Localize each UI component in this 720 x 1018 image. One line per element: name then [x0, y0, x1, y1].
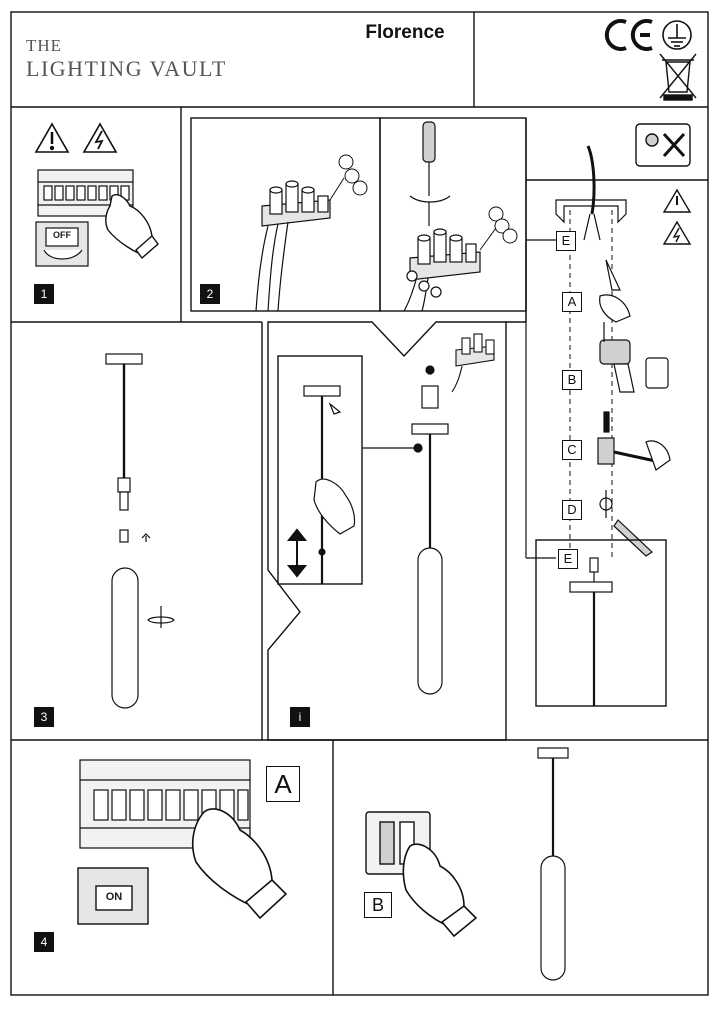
step-badge-2: 2	[200, 284, 220, 304]
panel2b-frame	[379, 117, 527, 312]
wire-symbols-left	[329, 154, 368, 201]
wire-stripper-icon	[599, 259, 631, 323]
tool-tag-e: E	[556, 231, 576, 251]
off-switch-label: OFF	[53, 230, 71, 240]
mounting-bracket	[555, 145, 627, 241]
brand-logo-line1: THE	[26, 36, 63, 55]
height-arrow-icon	[286, 528, 308, 578]
info-panel-frame	[267, 321, 507, 741]
tool-tag-d: D	[562, 500, 582, 520]
detail-e-canopy	[569, 557, 613, 706]
warning-triangle-small-icon	[662, 188, 692, 213]
terminal-block-left	[255, 180, 331, 312]
on-switch-box	[77, 867, 149, 925]
tool-tag-e-detail: E	[558, 549, 578, 569]
earth-ground-icon	[662, 20, 692, 50]
breaker-tag-a: A	[266, 766, 300, 802]
switch-tag-b: B	[364, 892, 392, 918]
step-badge-info: i	[290, 707, 310, 727]
hammer-icon	[597, 411, 671, 471]
pendant-assembly-i	[362, 365, 449, 695]
hand-wall-icon	[402, 843, 478, 938]
electric-hazard-icon	[82, 122, 118, 153]
connector-lines	[525, 239, 556, 559]
tool-tag-b: B	[562, 370, 582, 390]
no-children-icon	[635, 123, 691, 167]
pendant-assembly-3	[105, 353, 175, 709]
ce-mark-icon	[604, 19, 653, 51]
tool-tag-c: C	[562, 440, 582, 460]
off-switch-box	[35, 221, 89, 267]
tool-tag-a: A	[562, 292, 582, 312]
wire-symbols-right	[479, 206, 518, 251]
hand-large-icon	[191, 808, 288, 920]
electric-hazard-small-icon	[662, 220, 692, 245]
step-badge-4: 4	[34, 932, 54, 952]
wall-switch	[365, 811, 431, 875]
product-title: Florence	[365, 22, 445, 43]
info-detail-frame	[277, 355, 363, 585]
pendant-final	[537, 747, 569, 981]
step-badge-3: 3	[34, 707, 54, 727]
info-detail-contents	[303, 385, 356, 584]
breaker-panel-small	[37, 169, 134, 217]
drill-icon	[599, 322, 669, 393]
hand-pointing-icon	[105, 194, 159, 260]
terminal-block-top	[451, 333, 495, 393]
weee-bin-icon	[659, 53, 697, 101]
brand-logo-line2: LIGHTING VAULT	[26, 56, 227, 81]
screwdriver-icon	[409, 121, 451, 226]
on-switch-label: ON	[105, 891, 123, 903]
terminal-block-right	[403, 228, 481, 312]
sheet-frame	[10, 11, 709, 996]
detail-e-frame	[535, 539, 667, 707]
step-badge-1: 1	[34, 284, 54, 304]
screwdriver-small-icon	[599, 490, 653, 557]
warning-triangle-icon	[34, 122, 70, 153]
